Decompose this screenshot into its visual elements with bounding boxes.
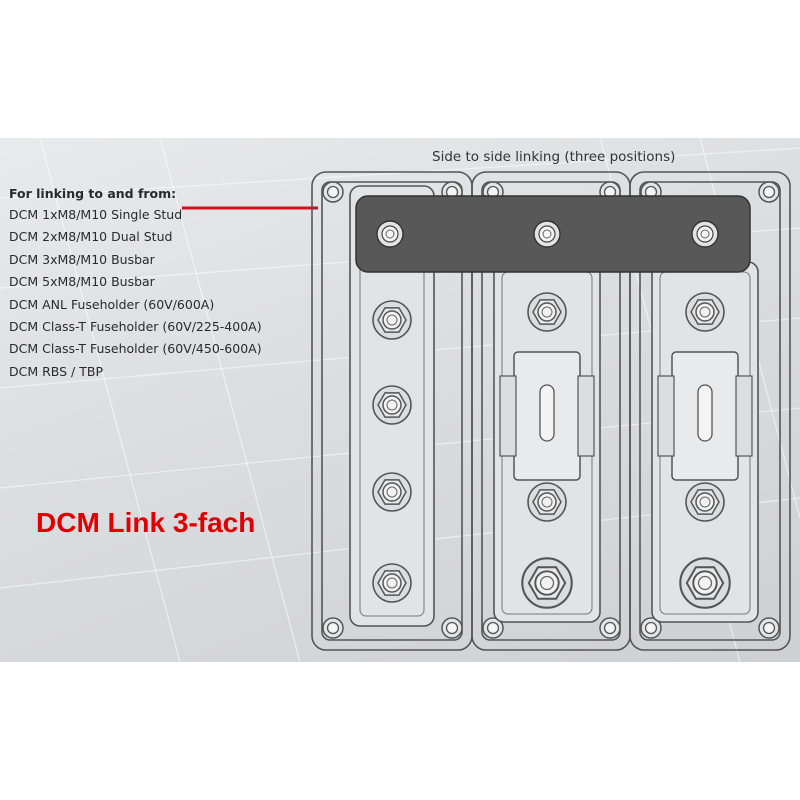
fuseholder-module-middle	[493, 261, 601, 623]
list-item: DCM 3xM8/M10 Busbar	[9, 251, 155, 267]
list-item: DCM 2xM8/M10 Dual Stud	[9, 229, 173, 245]
linking-bar	[355, 195, 751, 273]
list-title: For linking to and from:	[9, 186, 177, 201]
product-label: DCM Link 3-fach	[36, 507, 256, 538]
fuseholder-module-right	[651, 261, 759, 623]
list-item: DCM RBS / TBP	[9, 363, 103, 379]
list-item: DCM 1xM8/M10 Single Stud	[9, 207, 183, 222]
diagram-caption: Side to side linking (three positions)	[432, 149, 676, 165]
list-item: DCM 5xM8/M10 Busbar	[9, 274, 155, 290]
list-item: DCM Class-T Fuseholder (60V/225-400A)	[9, 319, 262, 335]
compatibility-list: For linking to and from: DCM 1xM8/M10 Si…	[9, 184, 262, 383]
list-item: DCM Class-T Fuseholder (60V/450-600A)	[9, 341, 262, 357]
base-plates	[311, 171, 791, 651]
list-item: DCM ANL Fuseholder (60V/600A)	[9, 296, 215, 312]
